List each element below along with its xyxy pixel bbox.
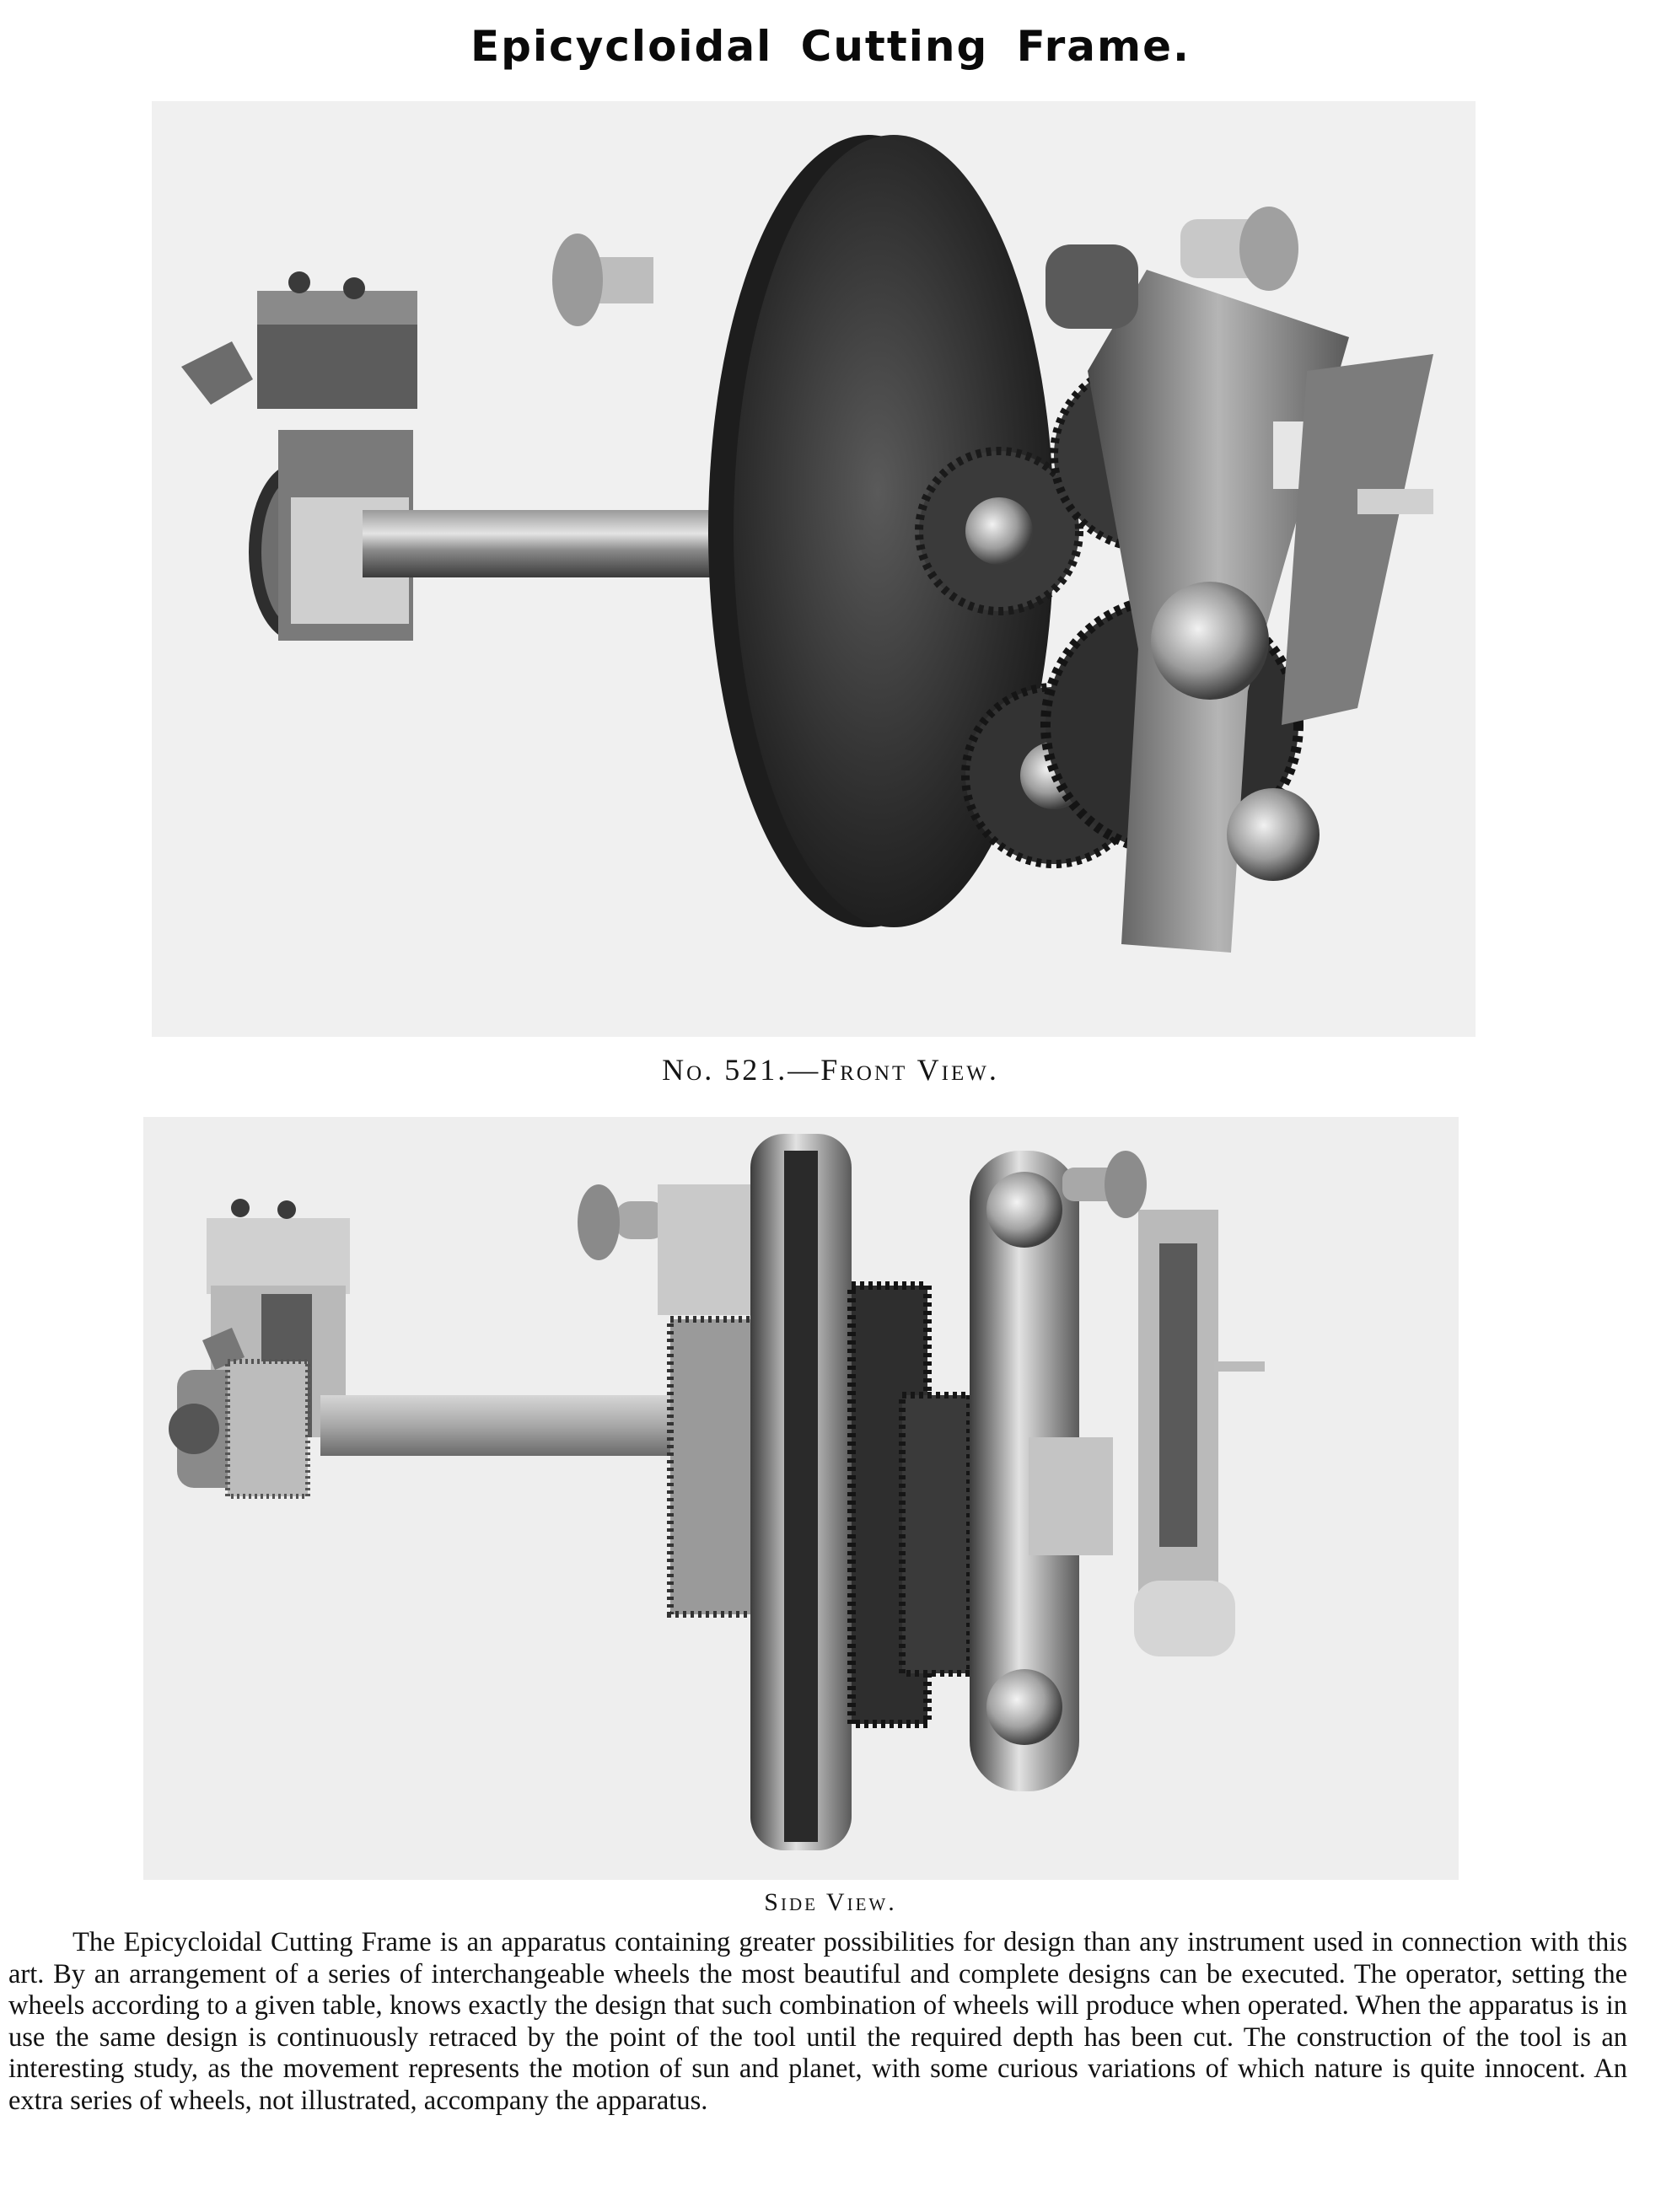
front-view-photo bbox=[152, 101, 1476, 1037]
body-paragraph: The Epicycloidal Cutting Frame is an app… bbox=[8, 1927, 1627, 2116]
side-view-photo bbox=[143, 1117, 1459, 1880]
front-view-illustration bbox=[152, 101, 1476, 1037]
side-view-illustration bbox=[143, 1117, 1459, 1880]
page-title: Epicycloidal Cutting Frame. bbox=[470, 22, 1191, 71]
description-paragraph: The Epicycloidal Cutting Frame is an app… bbox=[8, 1927, 1627, 2117]
side-view-caption: Side View. bbox=[764, 1888, 897, 1916]
front-view-caption: No. 521.—Front View. bbox=[662, 1053, 999, 1087]
